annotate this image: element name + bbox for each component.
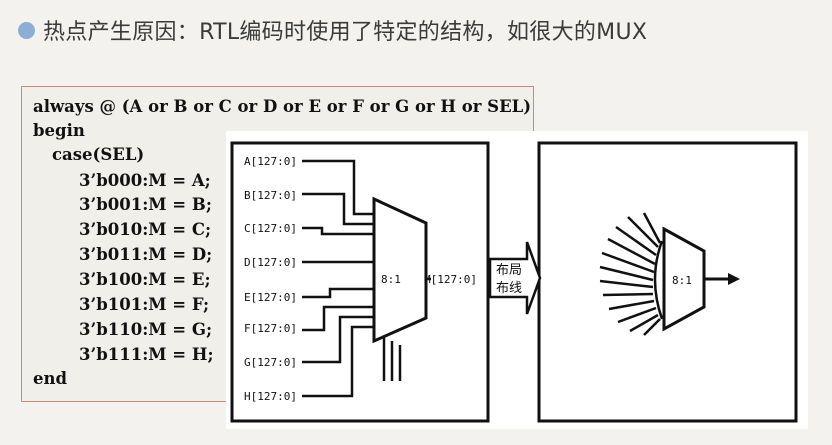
input-label-f: F[127:0] (244, 322, 297, 335)
input-label-h: H[127:0] (244, 390, 297, 403)
left-diagram-box (230, 141, 490, 423)
result-arrow-head (728, 273, 740, 285)
code-line-5: 3’b001:M = B; (79, 195, 212, 214)
congestion-wires (599, 212, 662, 336)
slide-title-row: 热点产生原因：RTL编码时使用了特定的结构，如很大的MUX (18, 14, 647, 46)
transition-arrow (488, 241, 542, 315)
diagram-panel: A[127:0] B[127:0] C[127:0] D[127:0] E[12… (226, 131, 808, 429)
result-mux-label: 8:1 (672, 274, 692, 287)
transition-label-1: 布局 (496, 263, 523, 278)
code-line-3: case(SEL) (52, 145, 145, 164)
input-label-d: D[127:0] (244, 256, 297, 269)
mux-label: 8:1 (381, 273, 401, 286)
input-label-c: C[127:0] (244, 222, 297, 235)
bullet-dot (18, 21, 35, 39)
code-line-2: begin (33, 121, 85, 140)
result-mux-shape (662, 226, 706, 332)
slide-title: 热点产生原因：RTL编码时使用了特定的结构，如很大的MUX (43, 20, 648, 45)
input-wires (302, 159, 402, 398)
code-line-10: 3’b110:M = G; (79, 320, 213, 339)
code-line-4: 3’b000:M = A; (79, 171, 211, 190)
code-line-11: 3’b111:M = H; (79, 345, 214, 364)
output-label: M[127:0] (424, 273, 477, 286)
input-label-b: B[127:0] (244, 189, 297, 202)
code-line-7: 3’b011:M = D; (79, 245, 213, 264)
mux-8to1-shape (372, 196, 428, 344)
code-line-1: always @ (A or B or C or D or E or F or … (33, 97, 532, 116)
input-label-a: A[127:0] (244, 155, 297, 168)
mux-diagram: A[127:0] B[127:0] C[127:0] D[127:0] E[12… (230, 141, 798, 423)
right-diagram-box (537, 141, 798, 423)
code-line-9: 3’b101:M = F; (79, 295, 210, 314)
transition-label-2: 布线 (496, 281, 523, 296)
input-label-e: E[127:0] (244, 291, 297, 304)
input-label-g: G[127:0] (244, 356, 297, 369)
code-line-8: 3’b100:M = E; (79, 270, 211, 289)
code-line-12: end (33, 369, 68, 388)
code-line-6: 3’b010:M = C; (79, 220, 212, 239)
